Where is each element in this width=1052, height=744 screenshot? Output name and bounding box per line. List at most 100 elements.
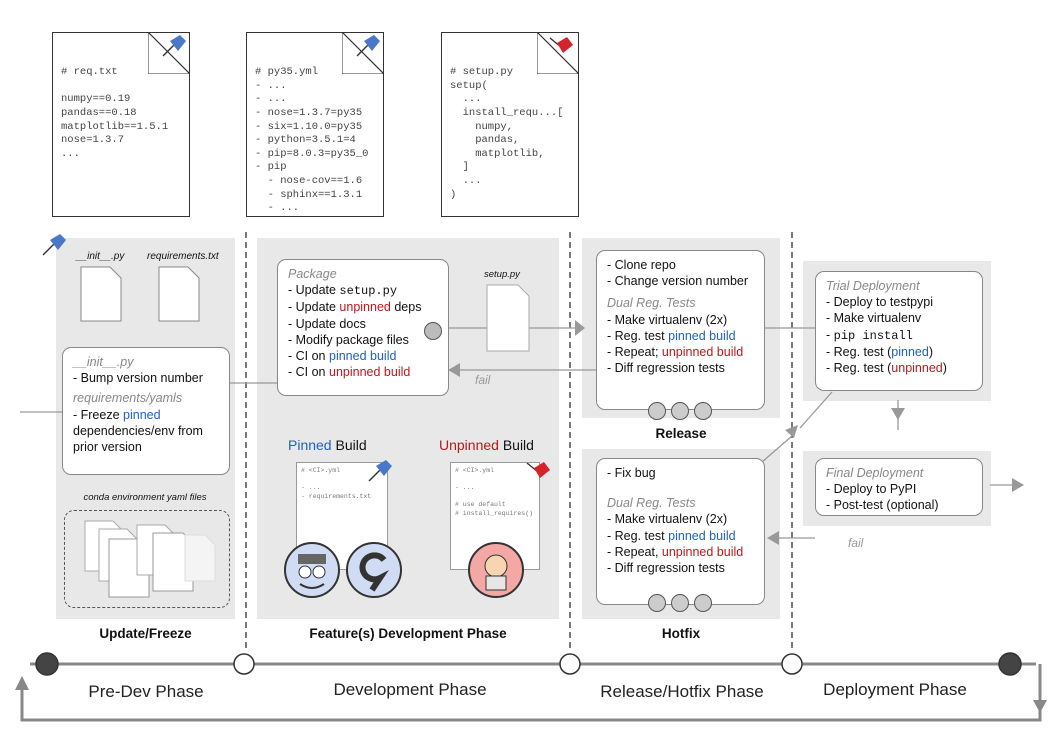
freeze-rest1: dependencies/env from: [73, 423, 203, 438]
modify-package: - Modify package files: [288, 332, 409, 347]
package-card: Package - Update setup.py - Update unpin…: [277, 259, 449, 396]
release-title: Release: [655, 426, 707, 441]
phase-label: Pre-Dev Phase: [88, 682, 204, 701]
update-docs: - Update docs: [288, 316, 366, 331]
release-card: - Clone repo - Change version number Dua…: [596, 250, 765, 410]
pip-install: pip install: [833, 328, 913, 343]
build-word: Build: [331, 437, 367, 453]
hotfix-repeat-pre: - Repeat,: [607, 544, 662, 559]
requirements-title: requirements/yamls: [73, 391, 183, 406]
phase-label: Development Phase: [333, 680, 487, 699]
blue-pin-icon: [356, 35, 380, 57]
package-title: Package: [288, 267, 337, 281]
freeze-rest2: prior version: [73, 440, 142, 455]
trial-regtest-post: ): [928, 344, 934, 359]
fold-corner: [537, 33, 578, 74]
ci-unpinned: unpinned build: [329, 365, 411, 380]
req-txt-content: # req.txt numpy==0.19 pandas==0.18 matpl…: [61, 66, 169, 160]
py35-yml-content: # py35.yml - ... - ... - nose=1.3.7=py35…: [255, 66, 369, 215]
requirements-file-label: requirements.txt: [147, 251, 219, 262]
trial-virtualenv: - Make virtualenv: [826, 311, 922, 326]
red-pin-icon: [526, 462, 550, 478]
phase-label: Deployment Phase: [823, 680, 967, 699]
trial-pinned: pinned: [891, 344, 929, 359]
travis-badge-icon: [648, 594, 666, 612]
hotfix-title: Hotfix: [661, 626, 701, 641]
dev-phase-title: Feature(s) Development Phase: [309, 626, 507, 641]
update-freeze-title: Update/Freeze: [99, 626, 192, 641]
blue-pin-icon: [162, 35, 186, 57]
travis-ci-icon: [284, 542, 340, 598]
update-setup-code: setup.py: [339, 284, 398, 299]
bump-version: - Bump version number: [73, 371, 203, 386]
ci-file-pinned-text: # <CI>.yml - ... - requirements.txt: [301, 467, 372, 500]
phase-label: Release/Hotfix Phase: [600, 682, 764, 701]
release-regtest-pinned: pinned build: [668, 328, 736, 343]
init-title: __init__.py: [73, 355, 134, 369]
deploy-pypi: - Deploy to PyPI: [826, 482, 917, 497]
conda-files-box: [64, 510, 230, 608]
setup-py-file: # setup.py setup( ... install_requ...[ n…: [441, 32, 579, 217]
final-title: Final Deployment: [826, 466, 924, 480]
post-test: - Post-test (optional): [826, 498, 939, 513]
trial-regtest2-post: ): [942, 361, 947, 376]
final-card: Final Deployment - Deploy to PyPI - Post…: [815, 458, 983, 516]
hotfix-repeat-unpinned: unpinned build: [661, 544, 744, 559]
freeze-pinned: pinned: [123, 407, 161, 422]
fail-label: fail: [848, 536, 864, 550]
release-regtest-pre: - Reg. test: [607, 328, 669, 343]
blue-pin-icon: [42, 234, 66, 256]
pinned-build-label: Pinned Build: [288, 437, 367, 453]
ci-unpinned-pre: - CI on: [288, 365, 329, 380]
pip-pre: -: [826, 327, 834, 342]
pinned-word: Pinned: [288, 437, 332, 453]
ci-pinned: pinned build: [329, 349, 397, 364]
ci-pinned-pre: - CI on: [288, 349, 329, 364]
update-deps-post: deps: [390, 300, 422, 315]
jenkins-badge-icon: [694, 402, 712, 420]
init-file-label: __init__.py: [76, 251, 125, 262]
yaml-files-icon: [84, 520, 216, 598]
hotfix-diff: - Diff regression tests: [607, 561, 725, 576]
release-repeat-unpinned: unpinned build: [661, 345, 744, 360]
setup-py-content: # setup.py setup( ... install_requ...[ n…: [450, 66, 564, 201]
jenkins-badge-icon: [694, 594, 712, 612]
trial-regtest-pre: - Reg. test (: [826, 344, 892, 359]
hotfix-regtest-pre: - Reg. test: [607, 528, 669, 543]
freeze-card: __init__.py - Bump version number requir…: [62, 347, 230, 475]
update-deps-pre: - Update: [288, 300, 340, 315]
jenkins-icon: [468, 542, 524, 598]
freeze-pre: - Freeze: [73, 407, 124, 422]
red-pin-icon: [549, 37, 573, 53]
hotfix-virtualenv: - Make virtualenv (2x): [607, 512, 728, 527]
conda-label: conda environment yaml files: [83, 492, 207, 503]
hotfix-card: - Fix bug Dual Reg. Tests - Make virtual…: [596, 458, 765, 605]
trial-regtest2-pre: - Reg. test (: [826, 361, 892, 376]
setup-py-label: setup.py: [484, 269, 520, 280]
build-word: Build: [498, 437, 534, 453]
blue-pin-icon: [368, 460, 392, 482]
req-txt-file: # req.txt numpy==0.19 pandas==0.18 matpl…: [52, 32, 190, 217]
unpinned-build-label: Unpinned Build: [439, 437, 534, 453]
init-file-icon: [80, 266, 122, 322]
release-dual-title: Dual Reg. Tests: [607, 296, 696, 311]
appveyor-badge-icon: [671, 594, 689, 612]
hotfix-dual-title: Dual Reg. Tests: [607, 496, 696, 511]
deploy-testpypi: - Deploy to testpypi: [826, 295, 933, 310]
change-version: - Change version number: [607, 274, 749, 289]
ci-file-unpinned-text: # <CI>.yml - ... # use default # install…: [455, 467, 534, 517]
release-diff: - Diff regression tests: [607, 361, 725, 376]
requirements-file-icon: [158, 266, 200, 322]
travis-badge-icon: [648, 402, 666, 420]
update-setup-pre: - Update: [288, 283, 340, 298]
release-repeat-pre: - Repeat;: [607, 345, 662, 360]
fail-label: fail: [475, 373, 491, 387]
release-virtualenv: - Make virtualenv (2x): [607, 312, 728, 327]
trial-title: Trial Deployment: [826, 279, 920, 293]
fix-bug: - Fix bug: [607, 466, 656, 480]
appveyor-badge-icon: [424, 322, 442, 340]
appveyor-icon: [346, 542, 402, 598]
update-deps-unpinned: unpinned: [339, 300, 391, 315]
setup-small-file-icon: [486, 284, 530, 352]
hotfix-regtest-pinned: pinned build: [668, 528, 736, 543]
